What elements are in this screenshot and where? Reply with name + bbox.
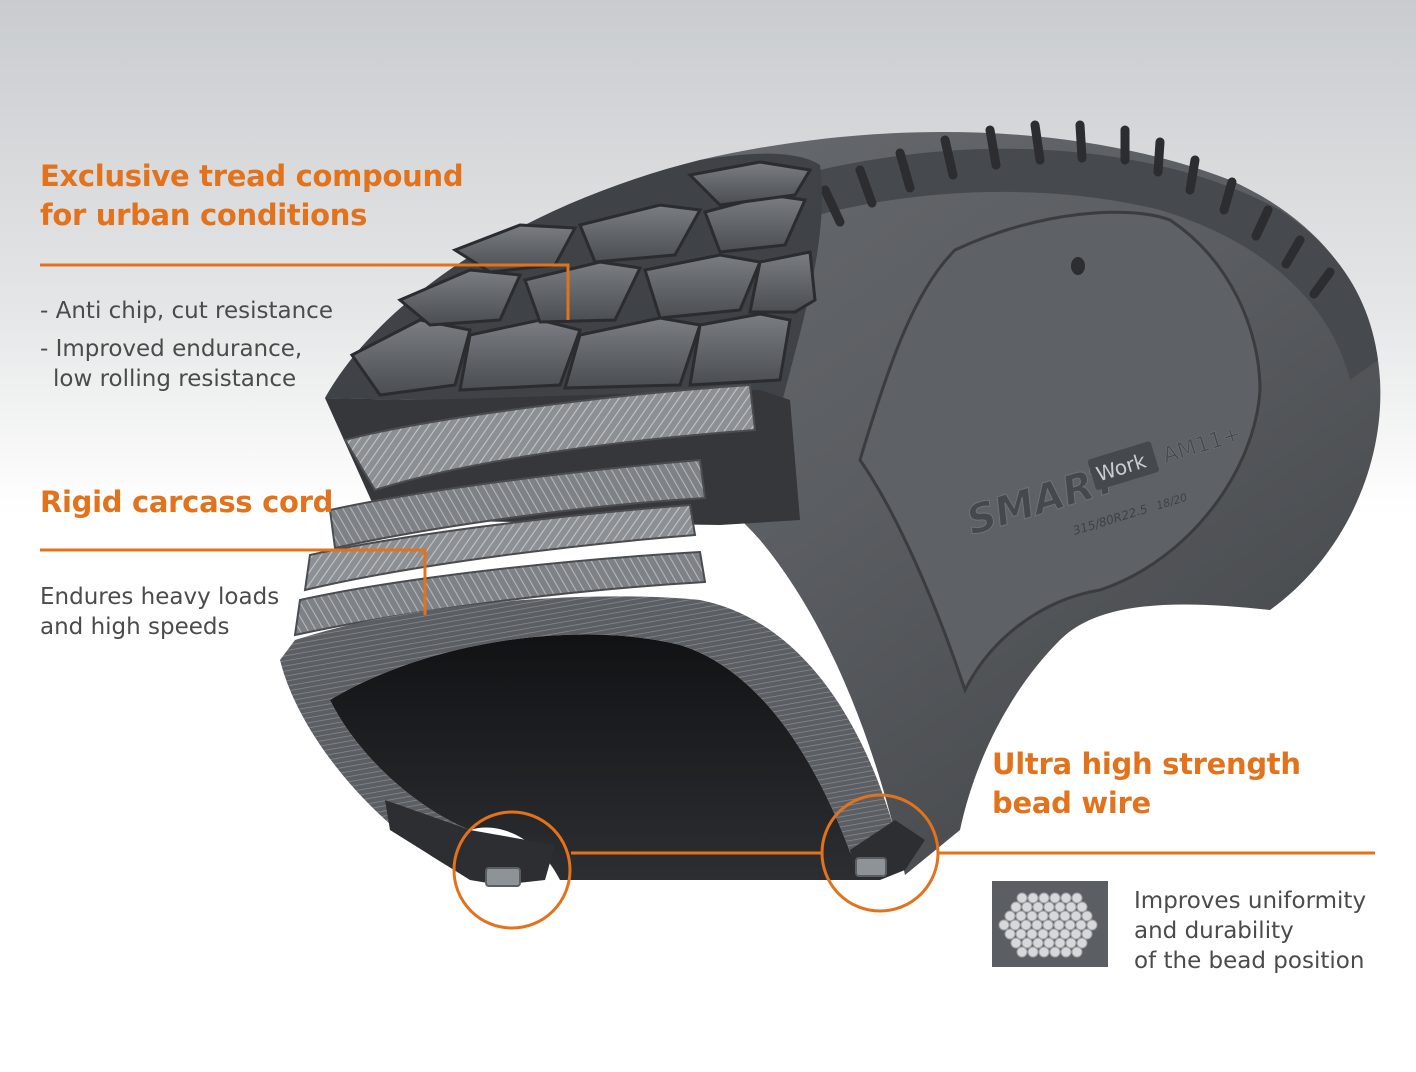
carcass-desc-line-2: and high speeds <box>40 614 230 640</box>
shoulder-grooves <box>820 120 1335 299</box>
right-bead-wire <box>855 857 887 877</box>
tread-blocks <box>349 160 817 397</box>
tread-bullet-2-line-2: low rolling resistance <box>53 366 297 392</box>
carcass-description: Endures heavy loads and high speeds <box>40 582 279 642</box>
tread-feature-list: - Anti chip, cut resistance - Improved e… <box>40 296 333 394</box>
tread-compound-heading: Exclusive tread compound for urban condi… <box>40 157 464 235</box>
left-bead <box>385 800 555 885</box>
bead-wire-heading: Ultra high strength bead wire <box>992 745 1301 823</box>
bead-heading-line-1: Ultra high strength <box>992 747 1301 781</box>
bead-heading-line-2: bead wire <box>992 786 1151 820</box>
bead-highlight-circle-right <box>820 793 940 913</box>
carcass-callout-line <box>40 548 427 615</box>
carcass-heading-text: Rigid carcass cord <box>40 485 334 519</box>
left-bead-wire <box>485 867 521 887</box>
bead-desc-line-1: Improves uniformity <box>1134 888 1367 914</box>
belt-layer-2 <box>328 458 707 550</box>
belt-layer-1 <box>343 383 757 492</box>
bead-highlight-circle-left <box>452 810 572 930</box>
belt-layer-3 <box>303 503 697 592</box>
bead-desc-line-2: and durability <box>1134 918 1294 944</box>
carcass-ply <box>280 596 905 880</box>
bead-wire-description: Improves uniformity and durability of th… <box>1134 886 1366 976</box>
carcass-desc-line-1: Endures heavy loads <box>40 584 280 610</box>
tire-inner-cavity <box>330 634 860 880</box>
callout-lines <box>40 263 1375 930</box>
tread-heading-line-2: for urban conditions <box>40 198 368 232</box>
tire-badge-box <box>1087 441 1159 490</box>
tread-bullet-1: - Anti chip, cut resistance <box>40 298 333 324</box>
bead-wire-section-icon <box>992 881 1108 967</box>
tread-bullet-2-line-1: - Improved endurance, <box>40 336 303 362</box>
bead-desc-line-3: of the bead position <box>1134 948 1365 974</box>
sidewall-panel <box>858 210 1262 694</box>
tread-heading-line-1: Exclusive tread compound <box>40 159 464 193</box>
tread-callout-line <box>40 263 570 320</box>
carcass-cord-heading: Rigid carcass cord <box>40 483 333 522</box>
sidewall-hole-icon <box>1071 257 1085 275</box>
